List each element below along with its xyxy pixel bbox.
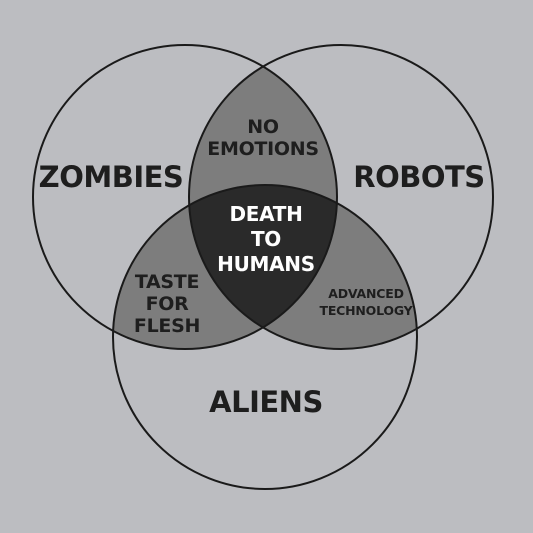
label-aliens: ALIENS	[209, 385, 323, 419]
label-advanced-technology-line2: TECHNOLOGY	[320, 303, 414, 318]
label-advanced-technology-line1: ADVANCED	[328, 286, 404, 301]
label-no-emotions-line2: EMOTIONS	[207, 138, 318, 160]
label-death-to-humans-line3: HUMANS	[217, 252, 315, 276]
circle-robots	[188, 44, 494, 350]
circle-aliens	[112, 184, 418, 490]
circle-zombies	[32, 44, 338, 350]
label-robots: ROBOTS	[353, 160, 484, 194]
label-death-to-humans-line2: TO	[251, 227, 281, 251]
label-taste-for-flesh-line2: FOR	[146, 293, 190, 315]
label-zombies: ZOMBIES	[39, 160, 184, 194]
label-death-to-humans-line1: DEATH	[229, 202, 302, 226]
label-taste-for-flesh-line1: TASTE	[135, 271, 199, 293]
label-no-emotions-line1: NO	[247, 116, 279, 138]
label-taste-for-flesh-line3: FLESH	[134, 315, 200, 337]
